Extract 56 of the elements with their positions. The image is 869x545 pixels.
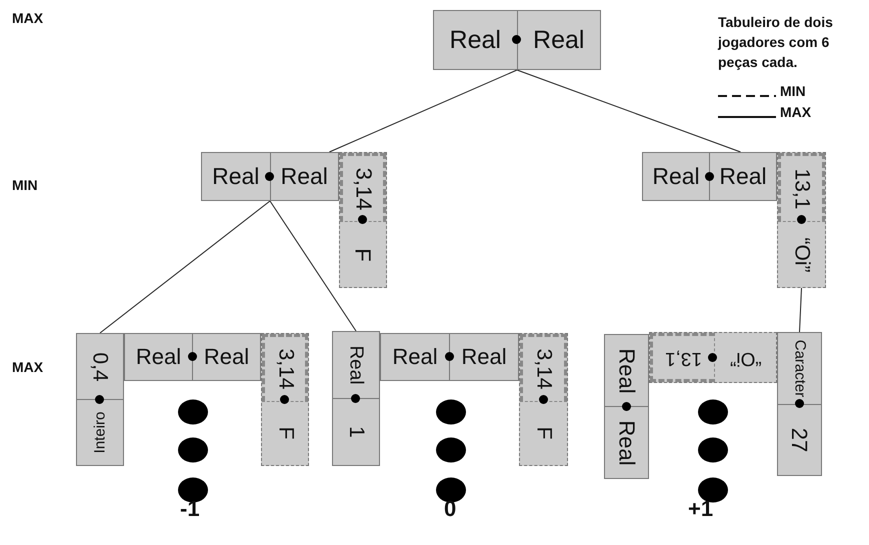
tile-label: 13,1 xyxy=(790,168,814,209)
level-label: MAX xyxy=(12,359,44,375)
domino-tile xyxy=(777,152,826,288)
domino-tile xyxy=(201,152,339,201)
domino-tile xyxy=(642,152,777,201)
level-label: MIN xyxy=(12,177,38,193)
connector-line xyxy=(328,70,518,152)
tile-label: Caracter xyxy=(791,339,808,398)
domino-tile xyxy=(604,334,649,479)
domino-tile xyxy=(380,333,519,381)
domino-tile xyxy=(332,331,380,466)
tile-label: 0,4 xyxy=(88,352,112,382)
tile-label: Real xyxy=(392,344,438,370)
tile-label: Real xyxy=(212,163,260,190)
tile-label: Real xyxy=(136,344,182,370)
tile-label: Real xyxy=(461,344,507,370)
level-label: 0 xyxy=(444,496,456,522)
level-label: MAX xyxy=(12,10,44,26)
domino-tile xyxy=(519,333,568,466)
domino-tile xyxy=(777,332,822,476)
tile-label: Real xyxy=(280,163,328,190)
tile-label: Inteiro xyxy=(92,412,108,454)
domino-tile xyxy=(76,333,124,466)
legend-text: MIN xyxy=(780,83,806,99)
tile-label: F xyxy=(350,248,376,262)
tile-label: Real xyxy=(614,420,640,466)
domino-tile xyxy=(261,333,309,466)
tile-label: Real xyxy=(614,348,640,394)
note-text: Tabuleiro de dois jogadores com 6 peças cada. xyxy=(718,13,834,72)
tile-label: Real xyxy=(450,26,501,54)
domino-tile xyxy=(124,333,261,381)
tile-label: F xyxy=(273,426,297,440)
tile-label: “Oi” xyxy=(790,237,814,272)
tile-label: Real xyxy=(719,163,767,190)
connector-line xyxy=(270,200,356,332)
tile-label: 3,14 xyxy=(532,348,556,390)
tile-label: 13,1 xyxy=(665,346,702,368)
tile-label: 3,14 xyxy=(273,348,297,390)
tile-label: Real xyxy=(533,26,584,54)
tile-label: “Oi” xyxy=(730,346,762,368)
level-label: -1 xyxy=(180,496,200,522)
level-label: +1 xyxy=(688,496,714,522)
connector-line xyxy=(799,288,802,332)
tile-label: 27 xyxy=(786,428,812,452)
tile-label: 1 xyxy=(344,426,368,438)
domino-tile xyxy=(433,10,601,70)
legend-text: MAX xyxy=(780,104,812,120)
domino-tile xyxy=(649,332,777,383)
domino-tile xyxy=(339,152,387,288)
tile-label: 3,14 xyxy=(350,167,376,210)
tile-label: Real xyxy=(652,163,700,190)
connector-line xyxy=(516,70,742,152)
tile-label: F xyxy=(532,426,556,440)
connector-line xyxy=(100,200,270,334)
tile-label: Real xyxy=(345,345,367,385)
tile-label: Real xyxy=(204,344,250,370)
